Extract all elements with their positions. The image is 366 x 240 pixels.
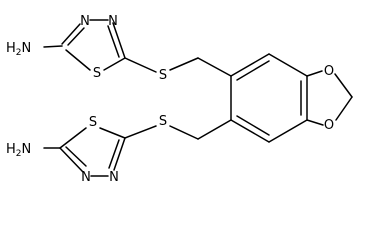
bond xyxy=(124,125,157,139)
amine-h: H xyxy=(6,41,16,56)
bond xyxy=(169,125,199,140)
bond xyxy=(236,60,270,81)
bond xyxy=(99,127,126,139)
atom-label-s: S xyxy=(159,68,167,83)
bond xyxy=(113,137,126,171)
molecule-diagram: N N S S S S N N O O H2N H2N xyxy=(6,14,353,185)
atom-label-n: N xyxy=(80,14,90,29)
atom-label-o: O xyxy=(324,118,334,133)
amine-n: N xyxy=(22,41,32,56)
bond xyxy=(59,127,87,149)
amine-n: N xyxy=(22,142,32,157)
bond xyxy=(65,49,91,71)
bond xyxy=(197,57,232,77)
bond xyxy=(103,57,126,71)
bond xyxy=(236,115,270,136)
bond xyxy=(230,53,270,77)
bond xyxy=(268,119,308,143)
bond xyxy=(108,139,120,169)
bond xyxy=(107,25,120,58)
bond xyxy=(335,96,353,121)
atom-label-s: S xyxy=(159,114,167,129)
atom-label-n: N xyxy=(108,14,118,29)
bond xyxy=(124,57,157,73)
amine-label-upper: H2N xyxy=(6,41,31,58)
atom-label-o: O xyxy=(324,64,334,79)
amine-label-lower: H2N xyxy=(6,142,31,159)
atom-labels: N N S S S S N N O O H2N H2N xyxy=(6,14,334,185)
bond xyxy=(334,73,353,98)
atom-label-n: N xyxy=(81,170,91,185)
bond xyxy=(112,22,126,59)
bond xyxy=(230,119,270,143)
structure-svg: N N S S S S N N O O H2N H2N xyxy=(6,14,353,185)
benzene-ring xyxy=(230,53,308,143)
atom-label-s: S xyxy=(93,66,101,81)
atom-label-s: S xyxy=(89,115,97,130)
amine-h: H xyxy=(6,142,16,157)
bond xyxy=(59,147,84,173)
amine-subscript: 2 xyxy=(16,149,22,159)
amine-bond-upper xyxy=(43,45,63,48)
bond xyxy=(67,27,85,46)
bond xyxy=(197,119,232,140)
bond xyxy=(306,119,324,126)
bond xyxy=(65,146,87,167)
lower-thiadiazole-ring xyxy=(59,127,126,177)
upper-thiadiazole-ring xyxy=(61,19,126,71)
bond xyxy=(61,23,81,45)
bond xyxy=(169,57,199,71)
dioxole-ring xyxy=(306,70,353,126)
bond xyxy=(306,70,323,77)
atom-label-n: N xyxy=(109,170,119,185)
bond xyxy=(268,53,308,77)
amine-subscript: 2 xyxy=(16,48,22,58)
